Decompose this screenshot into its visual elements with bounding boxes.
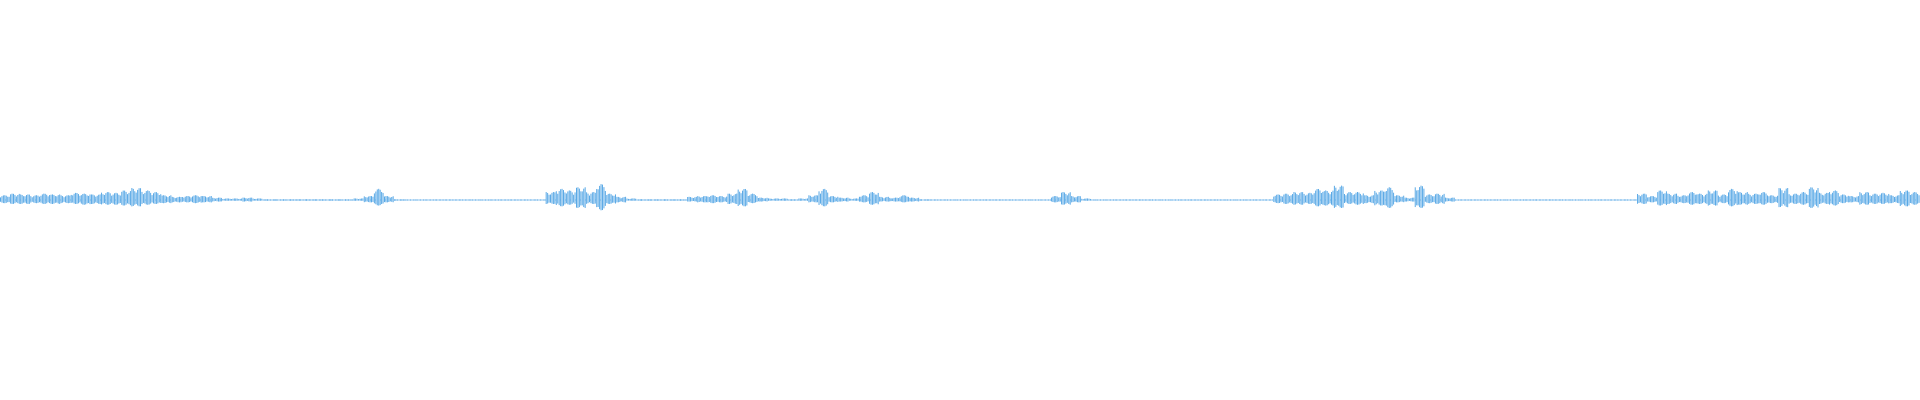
waveform-bars: [0, 184, 1920, 211]
